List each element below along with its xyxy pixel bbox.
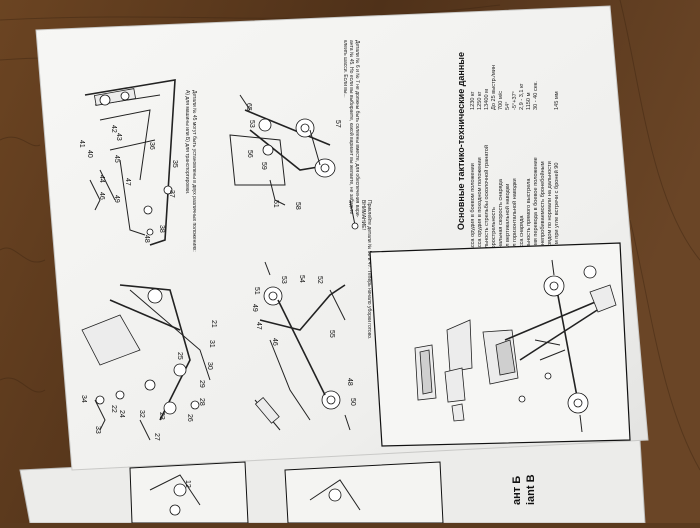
spec-label: Время перевода в боевое положение [533, 157, 539, 255]
svg-text:53: 53 [280, 276, 287, 284]
svg-text:31: 31 [208, 340, 215, 348]
svg-text:анта № 45. Но если вы выбирает: анта № 45. Но если вы выбираете, какой в… [348, 40, 355, 214]
spec-label: Начальная скорость снаряда [498, 178, 504, 255]
spec-label: снарядом по нормали на дальности [547, 161, 553, 255]
spec-label: Масса снаряда [519, 215, 525, 255]
note-upper: Детали № 45 могут быть установлены в дву… [184, 90, 197, 252]
svg-text:49: 49 [251, 304, 258, 312]
spec-value: 1230 кг [470, 92, 476, 111]
part-numbers-mid-right: 52 51 50 49 48 47 46 55 54 53 [251, 275, 356, 406]
spec-label: Масса орудия в походном положении [477, 157, 483, 255]
spec-value: 1150 м [526, 92, 532, 110]
spec-value: 13400 м [484, 89, 490, 110]
spec-value: 700 м/с [498, 91, 504, 110]
svg-text:46: 46 [271, 338, 278, 346]
diagram-axle-assembly [229, 94, 359, 230]
spec-table: Основные тактико-технические данные Масс… [456, 52, 560, 255]
svg-text:65: 65 [245, 103, 252, 111]
svg-text:25: 25 [176, 352, 183, 360]
svg-text:49: 49 [113, 195, 120, 203]
svg-text:51: 51 [253, 287, 260, 295]
svg-text:ВНИМАНИЕ!: ВНИМАНИЕ! [360, 200, 366, 230]
svg-text:48: 48 [143, 235, 150, 243]
spec-value: До 25 выстр./мин [491, 65, 497, 110]
svg-text:45: 45 [113, 155, 120, 163]
variant-labels: ант Б iant B [511, 474, 537, 505]
svg-text:26: 26 [186, 414, 193, 422]
svg-text:29: 29 [198, 380, 205, 388]
svg-text:36: 36 [148, 142, 155, 150]
svg-text:55: 55 [328, 330, 335, 338]
spec-value: 30 - 40 сек. [533, 81, 539, 110]
spec-rows: Масса орудия в боевом положении 1230 кг Ма… [470, 65, 560, 255]
svg-text:53: 53 [248, 120, 255, 128]
svg-text:27: 27 [153, 433, 160, 441]
diagram-wheel-trails [254, 261, 351, 431]
spec-value: 1250 кг [477, 92, 483, 111]
svg-text:38: 38 [158, 225, 165, 233]
svg-text:12: 12 [184, 480, 191, 488]
svg-text:Основные тактико-технические д: Основные тактико-технические данные [456, 52, 466, 230]
spec-label: Угол горизонтальной наводки [511, 178, 518, 255]
spec-label: Бронепробиваемость бронебойным [539, 161, 546, 255]
svg-text:51: 51 [272, 200, 279, 208]
spec-label: Дальность прямого выстрела [526, 178, 532, 255]
svg-text:47: 47 [255, 322, 262, 330]
svg-text:46: 46 [98, 192, 105, 200]
svg-text:48: 48 [346, 378, 353, 386]
svg-text:58: 58 [294, 202, 301, 210]
svg-text:Детали № 45 могут быть установ: Детали № 45 могут быть установлены в дву… [191, 90, 197, 252]
svg-text:56: 56 [246, 150, 253, 158]
svg-text:59: 59 [260, 162, 267, 170]
svg-text:34: 34 [80, 395, 87, 403]
svg-text:Детали № 6 и № 7 не должны быт: Детали № 6 и № 7 не должны быть склеены … [354, 40, 360, 218]
svg-text:22: 22 [110, 405, 117, 413]
svg-text:57: 57 [334, 120, 341, 128]
svg-text:52: 52 [316, 276, 323, 284]
svg-text:50: 50 [349, 398, 356, 406]
spec-value: 2,9 - 3,1 кг [519, 83, 525, 110]
part-numbers-top: 41 42 40 43 44 45 36 37 35 46 49 47 48 3… [78, 125, 178, 243]
svg-text:iant B: iant B [525, 474, 537, 505]
svg-text:28: 28 [198, 398, 205, 406]
spec-value: 54° [505, 102, 511, 110]
svg-text:24: 24 [118, 410, 125, 418]
spec-label: 500 м при угле встречи с броней 90 [553, 162, 560, 255]
svg-text:40: 40 [86, 150, 93, 158]
spec-label: Угол вертикальной наводки [504, 184, 511, 255]
spec-label: Масса орудия в боевом положении [470, 163, 476, 255]
part-numbers-right: 65 53 56 59 57 58 51 [245, 103, 341, 210]
svg-text:54: 54 [298, 275, 305, 283]
svg-text:42: 42 [110, 125, 117, 133]
svg-text:41: 41 [78, 140, 85, 148]
spec-label: Дальность стрельбы осколочной гранатой [483, 145, 490, 255]
svg-text:44: 44 [98, 175, 105, 183]
part-numbers-mid-left: 34 33 32 31 30 29 28 27 26 25 24 23 22 2… [80, 320, 217, 441]
diagram-boxed-exploded [369, 242, 631, 447]
diagram-carriage [81, 284, 211, 441]
svg-text:35: 35 [171, 160, 178, 168]
svg-text:клеить шасси. Если вы...: клеить шасси. Если вы... [342, 40, 348, 98]
diagram-bottom-boxes: 12 [129, 461, 444, 524]
spec-value: 145 мм [554, 91, 560, 110]
svg-text:33: 33 [94, 426, 101, 434]
svg-text:43: 43 [115, 133, 122, 141]
svg-text:21: 21 [210, 320, 217, 328]
svg-text:37: 37 [168, 190, 175, 198]
svg-text:А) для машины или Б) для транс: А) для машины или Б) для транспортировки… [184, 90, 190, 194]
svg-text:ант Б: ант Б [511, 476, 523, 505]
svg-text:Приклейте детали № 50 и 47. Те: Приклейте детали № 50 и 47. Теперь начал… [366, 200, 373, 339]
diagram-barrel-assembly [84, 79, 176, 246]
svg-text:23: 23 [158, 412, 165, 420]
note-middle: Детали № 6 и № 7 не должны быть склеены … [342, 40, 373, 339]
svg-text:47: 47 [124, 178, 131, 186]
spec-label: Скорострельность [491, 207, 497, 255]
svg-text:30: 30 [206, 362, 213, 370]
svg-text:32: 32 [138, 410, 145, 418]
spec-value: -5°+37° [512, 91, 518, 110]
